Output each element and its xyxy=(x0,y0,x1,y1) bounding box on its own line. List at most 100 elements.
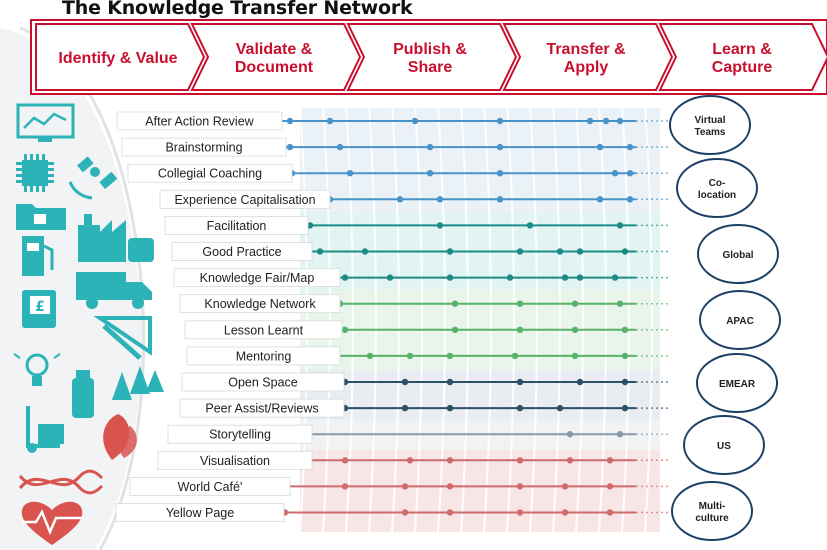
technique-label-box xyxy=(167,424,313,444)
technique-node xyxy=(616,117,624,125)
satellite-icon xyxy=(68,156,118,200)
technique-node xyxy=(446,378,454,386)
technique-label-box xyxy=(116,111,283,131)
technique-node xyxy=(586,117,594,125)
region-bubble xyxy=(683,415,765,475)
technique-label-box xyxy=(127,163,293,183)
technique-node xyxy=(516,404,524,412)
technique-label: Brainstorming xyxy=(165,141,242,155)
technique-label-box xyxy=(184,320,343,340)
technique-node xyxy=(406,457,414,464)
technique-node xyxy=(286,117,294,125)
technique-node xyxy=(626,143,634,151)
region-bubble xyxy=(696,353,778,413)
technique-label-box xyxy=(129,476,291,496)
grid-curve xyxy=(299,104,308,533)
technique-label-box xyxy=(164,215,309,235)
grid-curve xyxy=(437,104,446,533)
technique-node xyxy=(516,457,524,464)
technique-node xyxy=(621,352,629,360)
region-bubble xyxy=(676,158,758,218)
monitor-chart-icon xyxy=(16,103,75,142)
technique-node xyxy=(496,117,504,125)
fuel-pump-icon xyxy=(22,236,54,276)
technique-node xyxy=(446,248,454,255)
technique-node xyxy=(556,248,564,255)
region-label: EMEAR xyxy=(719,379,756,390)
dna-icon xyxy=(18,469,104,495)
technique-label: Yellow Page xyxy=(166,506,234,520)
technique-node xyxy=(516,483,524,490)
technique-node xyxy=(556,404,564,412)
technique-label-box xyxy=(179,398,345,418)
stage-label: Identify & Value xyxy=(58,50,177,67)
pencil-ruler-icon xyxy=(93,316,152,360)
region-label: location xyxy=(698,190,736,201)
technique-node xyxy=(336,143,344,151)
technique-node xyxy=(621,248,629,255)
technique-node xyxy=(606,457,614,464)
technique-node xyxy=(561,483,569,490)
technique-node xyxy=(341,274,349,281)
technique-node xyxy=(566,457,574,464)
technique-node xyxy=(616,222,624,229)
technique-node xyxy=(616,431,624,438)
technique-node xyxy=(561,509,569,516)
technique-label-box xyxy=(157,450,313,470)
technique-label-box xyxy=(173,268,341,288)
grid-curve xyxy=(529,104,538,533)
technique-label-box xyxy=(181,372,345,392)
stage-label: Learn & xyxy=(712,41,772,58)
technique-label-box xyxy=(179,294,341,314)
chip-icon xyxy=(16,154,54,192)
region-bubble xyxy=(699,290,781,350)
pound-document-icon: £ xyxy=(22,290,56,328)
region-label: Teams xyxy=(695,127,726,138)
region-label: Multi- xyxy=(699,501,726,512)
technique-node xyxy=(571,326,579,333)
technique-node xyxy=(426,143,434,151)
grid-curve xyxy=(345,104,354,533)
technique-node xyxy=(561,274,569,281)
stage-chevron xyxy=(346,23,518,91)
technique-node xyxy=(621,326,629,333)
grid-curve xyxy=(575,104,584,533)
technique-label-box xyxy=(171,242,313,261)
technique-label: Storytelling xyxy=(209,428,271,442)
technique-node xyxy=(602,117,610,125)
technique-node xyxy=(496,143,504,151)
technique-node xyxy=(411,117,419,125)
region-label: Virtual xyxy=(695,115,726,126)
technique-node xyxy=(446,404,454,412)
technique-label: Knowledge Fair/Map xyxy=(200,271,315,285)
technique-node xyxy=(516,509,524,516)
svg-text:£: £ xyxy=(35,299,45,315)
truck-icon xyxy=(76,272,152,309)
stage-label: Apply xyxy=(564,59,609,76)
stage-label: Document xyxy=(235,59,314,76)
technique-node xyxy=(406,352,414,360)
page-title: The Knowledge Transfer Network xyxy=(62,0,413,19)
stage-label: Publish & xyxy=(393,41,467,58)
technique-label: Open Space xyxy=(228,376,298,390)
technique-node xyxy=(526,222,534,229)
technique-node xyxy=(401,404,409,412)
region-bubble xyxy=(697,224,779,284)
technique-label: Collegial Coaching xyxy=(158,167,262,181)
technique-label: After Action Review xyxy=(145,115,254,129)
technique-node xyxy=(366,352,374,360)
technique-label: Knowledge Network xyxy=(204,297,316,311)
color-band xyxy=(300,370,660,420)
technique-node xyxy=(396,196,404,203)
grid-curve xyxy=(506,104,515,533)
technique-node xyxy=(341,483,349,490)
technique-node xyxy=(361,248,369,255)
technique-node xyxy=(346,170,354,177)
technique-node xyxy=(606,509,614,516)
technique-node xyxy=(571,352,579,360)
heartbeat-icon xyxy=(21,501,83,545)
technique-node xyxy=(566,431,574,438)
technique-node xyxy=(511,352,519,360)
region-label: culture xyxy=(695,513,729,524)
